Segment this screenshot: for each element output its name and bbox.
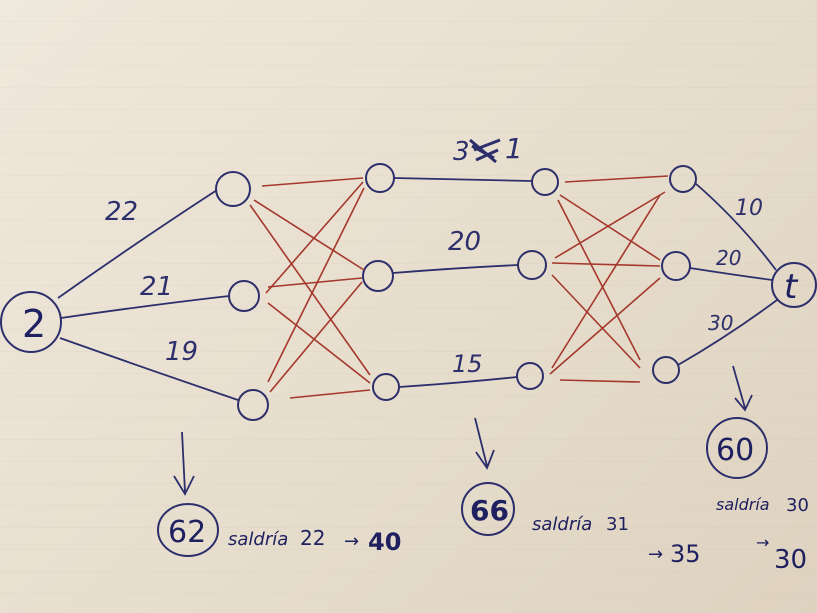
- result-value-middle: 66: [470, 494, 509, 527]
- note-prefix-right: saldría: [716, 495, 770, 514]
- label-s-a3: 19: [165, 337, 198, 367]
- node-c3: [516, 362, 544, 390]
- node-d3: [652, 356, 680, 384]
- node-a3: [237, 389, 269, 421]
- note-next-middle: 35: [670, 540, 701, 568]
- cross-edges-cd: [549, 175, 669, 383]
- note-arrow-right: →: [756, 533, 769, 552]
- label-d2-t: 20: [716, 246, 741, 270]
- sink-node: [771, 262, 817, 308]
- edge-b3-c3: [398, 376, 518, 388]
- label-s-a1: 22: [105, 197, 138, 227]
- node-b1: [365, 163, 395, 193]
- note-value-right: 30: [786, 495, 809, 516]
- node-c2: [517, 250, 547, 280]
- edge-d2-t: [689, 267, 773, 281]
- note-prefix-middle: saldría: [532, 514, 592, 535]
- node-a2: [228, 280, 260, 312]
- note-prefix-left: saldría: [228, 529, 288, 550]
- edge-b2-c2: [392, 264, 519, 274]
- node-c1: [531, 168, 559, 196]
- result-value-right: 60: [716, 433, 754, 468]
- edge-d1-t: [694, 182, 777, 271]
- edge-b1-c1: [393, 177, 533, 182]
- node-b2: [362, 260, 394, 292]
- arrow-left: [173, 431, 195, 496]
- cross-edges-ab: [249, 177, 371, 399]
- note-arrow-middle: →: [648, 544, 663, 565]
- result-circle-middle: [461, 482, 515, 536]
- label-b1-c1-overwrite: 1: [505, 132, 523, 165]
- result-circle-left: [157, 503, 219, 557]
- label-s-a2: 21: [140, 272, 173, 302]
- label-d1-t: 10: [735, 196, 763, 221]
- note-next-right: 30: [774, 545, 807, 575]
- arrow-right: [732, 365, 753, 412]
- label-b2-c2: 20: [448, 227, 481, 257]
- label-d3-t: 30: [708, 311, 733, 335]
- label-b3-c3: 15: [452, 350, 483, 378]
- note-arrow-left: →: [344, 531, 359, 552]
- arrow-middle: [474, 417, 495, 470]
- note-next-left: 40: [368, 528, 401, 556]
- label-b1-c1: 3: [453, 137, 470, 167]
- edge-s-a3: [59, 337, 239, 401]
- result-circle-right: [706, 417, 768, 479]
- scribble-mark: [469, 138, 501, 164]
- node-b3: [372, 373, 400, 401]
- note-value-middle: 31: [606, 514, 629, 535]
- edge-s-a2: [60, 295, 230, 319]
- source-node: [0, 291, 62, 353]
- node-d1: [669, 165, 697, 193]
- result-value-left: 62: [168, 515, 206, 550]
- edge-s-a1: [57, 189, 218, 299]
- node-a1: [215, 171, 251, 207]
- note-value-left: 22: [300, 526, 325, 550]
- edge-d3-t: [677, 299, 778, 366]
- source-label: 2: [22, 302, 46, 346]
- node-d2: [661, 251, 691, 281]
- sink-label: t: [784, 267, 799, 307]
